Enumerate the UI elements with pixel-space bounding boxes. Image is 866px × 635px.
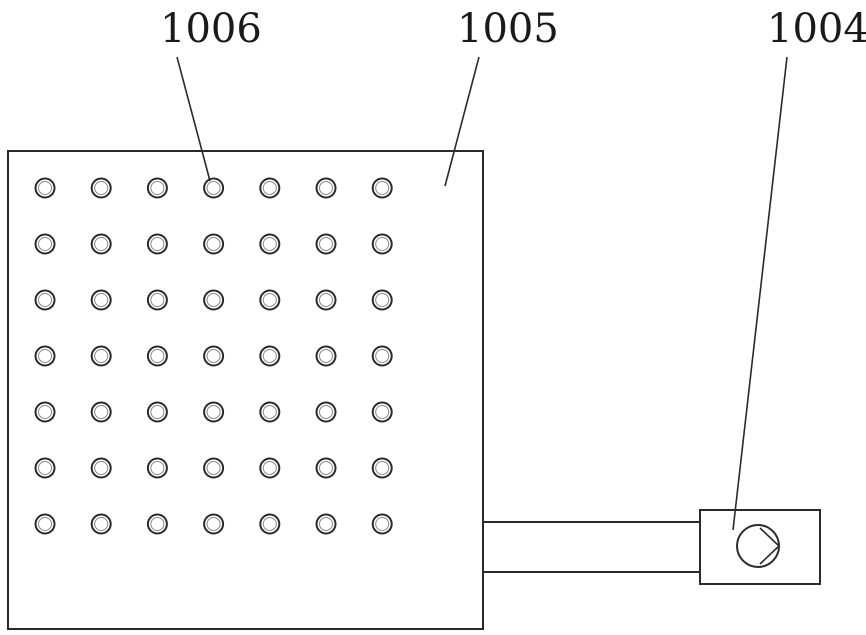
perforated-plate bbox=[7, 150, 484, 630]
hole bbox=[315, 513, 337, 535]
hole bbox=[259, 345, 281, 367]
hole bbox=[146, 233, 168, 255]
hole bbox=[90, 345, 112, 367]
hole bbox=[259, 177, 281, 199]
leader-line-holes bbox=[176, 56, 211, 182]
callout-label-pump: 1004 bbox=[767, 6, 866, 52]
hole bbox=[371, 233, 393, 255]
hole bbox=[146, 401, 168, 423]
hole bbox=[34, 457, 56, 479]
hole bbox=[315, 345, 337, 367]
hole bbox=[203, 401, 225, 423]
hole bbox=[259, 401, 281, 423]
hole bbox=[203, 513, 225, 535]
hole bbox=[259, 289, 281, 311]
callout-label-holes: 1006 bbox=[160, 6, 262, 52]
hole bbox=[259, 513, 281, 535]
hole bbox=[146, 345, 168, 367]
hole bbox=[315, 457, 337, 479]
hole bbox=[90, 457, 112, 479]
hole bbox=[90, 233, 112, 255]
hole bbox=[371, 513, 393, 535]
hole bbox=[90, 401, 112, 423]
hole bbox=[34, 401, 56, 423]
hole bbox=[90, 177, 112, 199]
hole bbox=[203, 345, 225, 367]
hole bbox=[34, 345, 56, 367]
leader-line-plate bbox=[444, 56, 480, 187]
hole bbox=[371, 289, 393, 311]
hole bbox=[259, 233, 281, 255]
hole bbox=[315, 177, 337, 199]
hole bbox=[203, 457, 225, 479]
hole bbox=[371, 457, 393, 479]
hole bbox=[203, 233, 225, 255]
hole bbox=[146, 457, 168, 479]
callout-label-plate: 1005 bbox=[457, 6, 559, 52]
connecting-pipe bbox=[482, 521, 701, 573]
hole bbox=[34, 513, 56, 535]
hole bbox=[259, 457, 281, 479]
pump-symbol-icon bbox=[736, 524, 781, 568]
hole bbox=[90, 513, 112, 535]
hole bbox=[371, 177, 393, 199]
hole bbox=[146, 177, 168, 199]
hole-grid bbox=[34, 177, 393, 535]
hole bbox=[371, 401, 393, 423]
hole bbox=[315, 233, 337, 255]
hole bbox=[315, 401, 337, 423]
hole bbox=[146, 513, 168, 535]
hole bbox=[203, 177, 225, 199]
hole bbox=[34, 177, 56, 199]
hole bbox=[34, 289, 56, 311]
hole bbox=[203, 289, 225, 311]
hole bbox=[146, 289, 168, 311]
hole bbox=[34, 233, 56, 255]
hole bbox=[371, 345, 393, 367]
hole bbox=[315, 289, 337, 311]
leader-line-pump bbox=[732, 56, 788, 531]
hole bbox=[90, 289, 112, 311]
